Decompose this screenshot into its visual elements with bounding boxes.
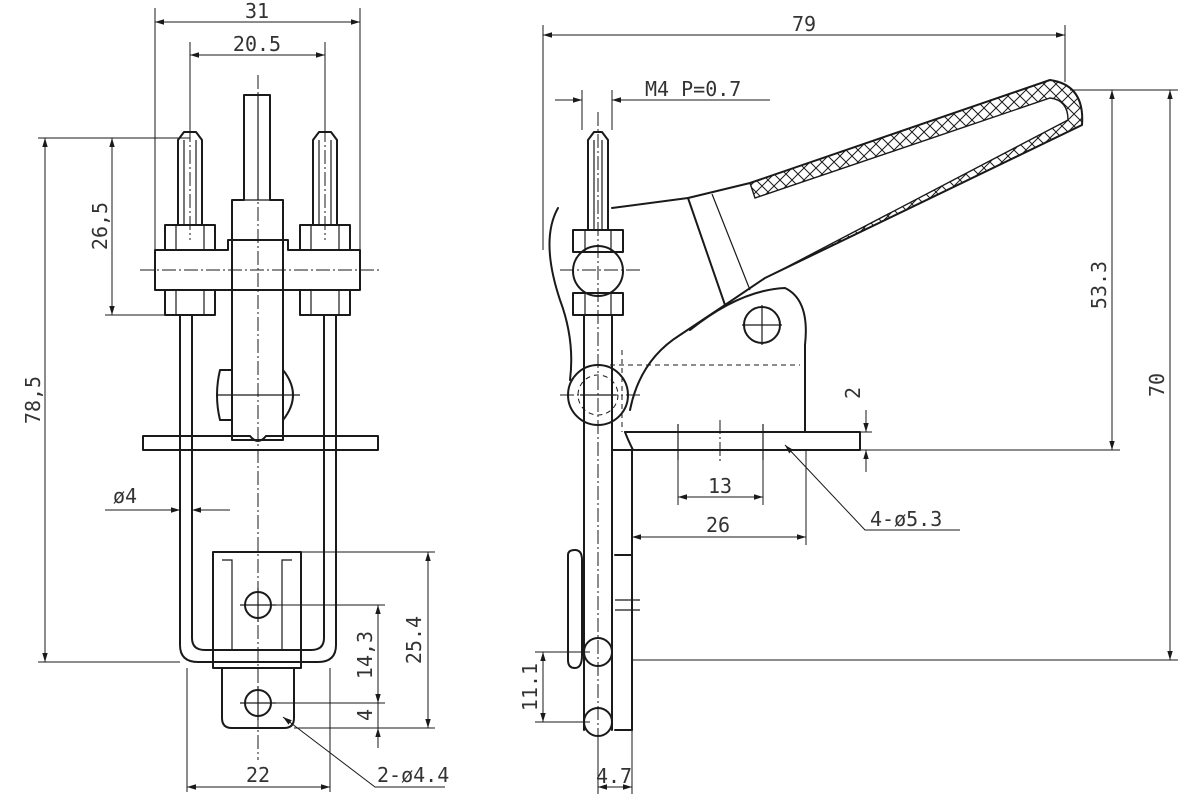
dim-thread-length: 26,5 — [88, 202, 112, 250]
dim-hole-offset: 14,3 — [353, 631, 377, 679]
dim-bolt-spacing: 20.5 — [233, 32, 281, 56]
dim-overall-height: 78,5 — [21, 376, 45, 424]
dim-tab-holes: 2-ø4.4 — [377, 763, 449, 787]
dim-base-length: 26 — [706, 513, 730, 537]
dim-tab-offset: 4 — [353, 709, 377, 721]
dim-thread-spec: M4 P=0.7 — [645, 77, 741, 101]
dim-block-width: 22 — [246, 763, 270, 787]
front-view: 31 20.5 26,5 78,5 ø4 14,3 4 25.4 — [21, 0, 449, 792]
dim-mount-holes: 4-ø5.3 — [870, 507, 942, 531]
dim-rod-diameter: ø4 — [113, 484, 137, 508]
dim-handle-height: 53.3 — [1087, 261, 1111, 309]
dim-base-thickness: 2 — [841, 387, 865, 399]
dim-length-overall: 79 — [792, 12, 816, 36]
side-view: 79 M4 P=0.7 53.3 70 2 13 26 4-ø5.3 — [518, 12, 1178, 794]
dim-width-overall: 31 — [245, 0, 269, 23]
dim-total-height: 70 — [1145, 373, 1169, 397]
dim-plate-thickness: 4.7 — [596, 764, 632, 788]
dim-block-height: 25.4 — [402, 616, 426, 664]
dim-pin-offset: 11.1 — [518, 663, 542, 711]
dim-hole-spacing: 13 — [708, 474, 732, 498]
